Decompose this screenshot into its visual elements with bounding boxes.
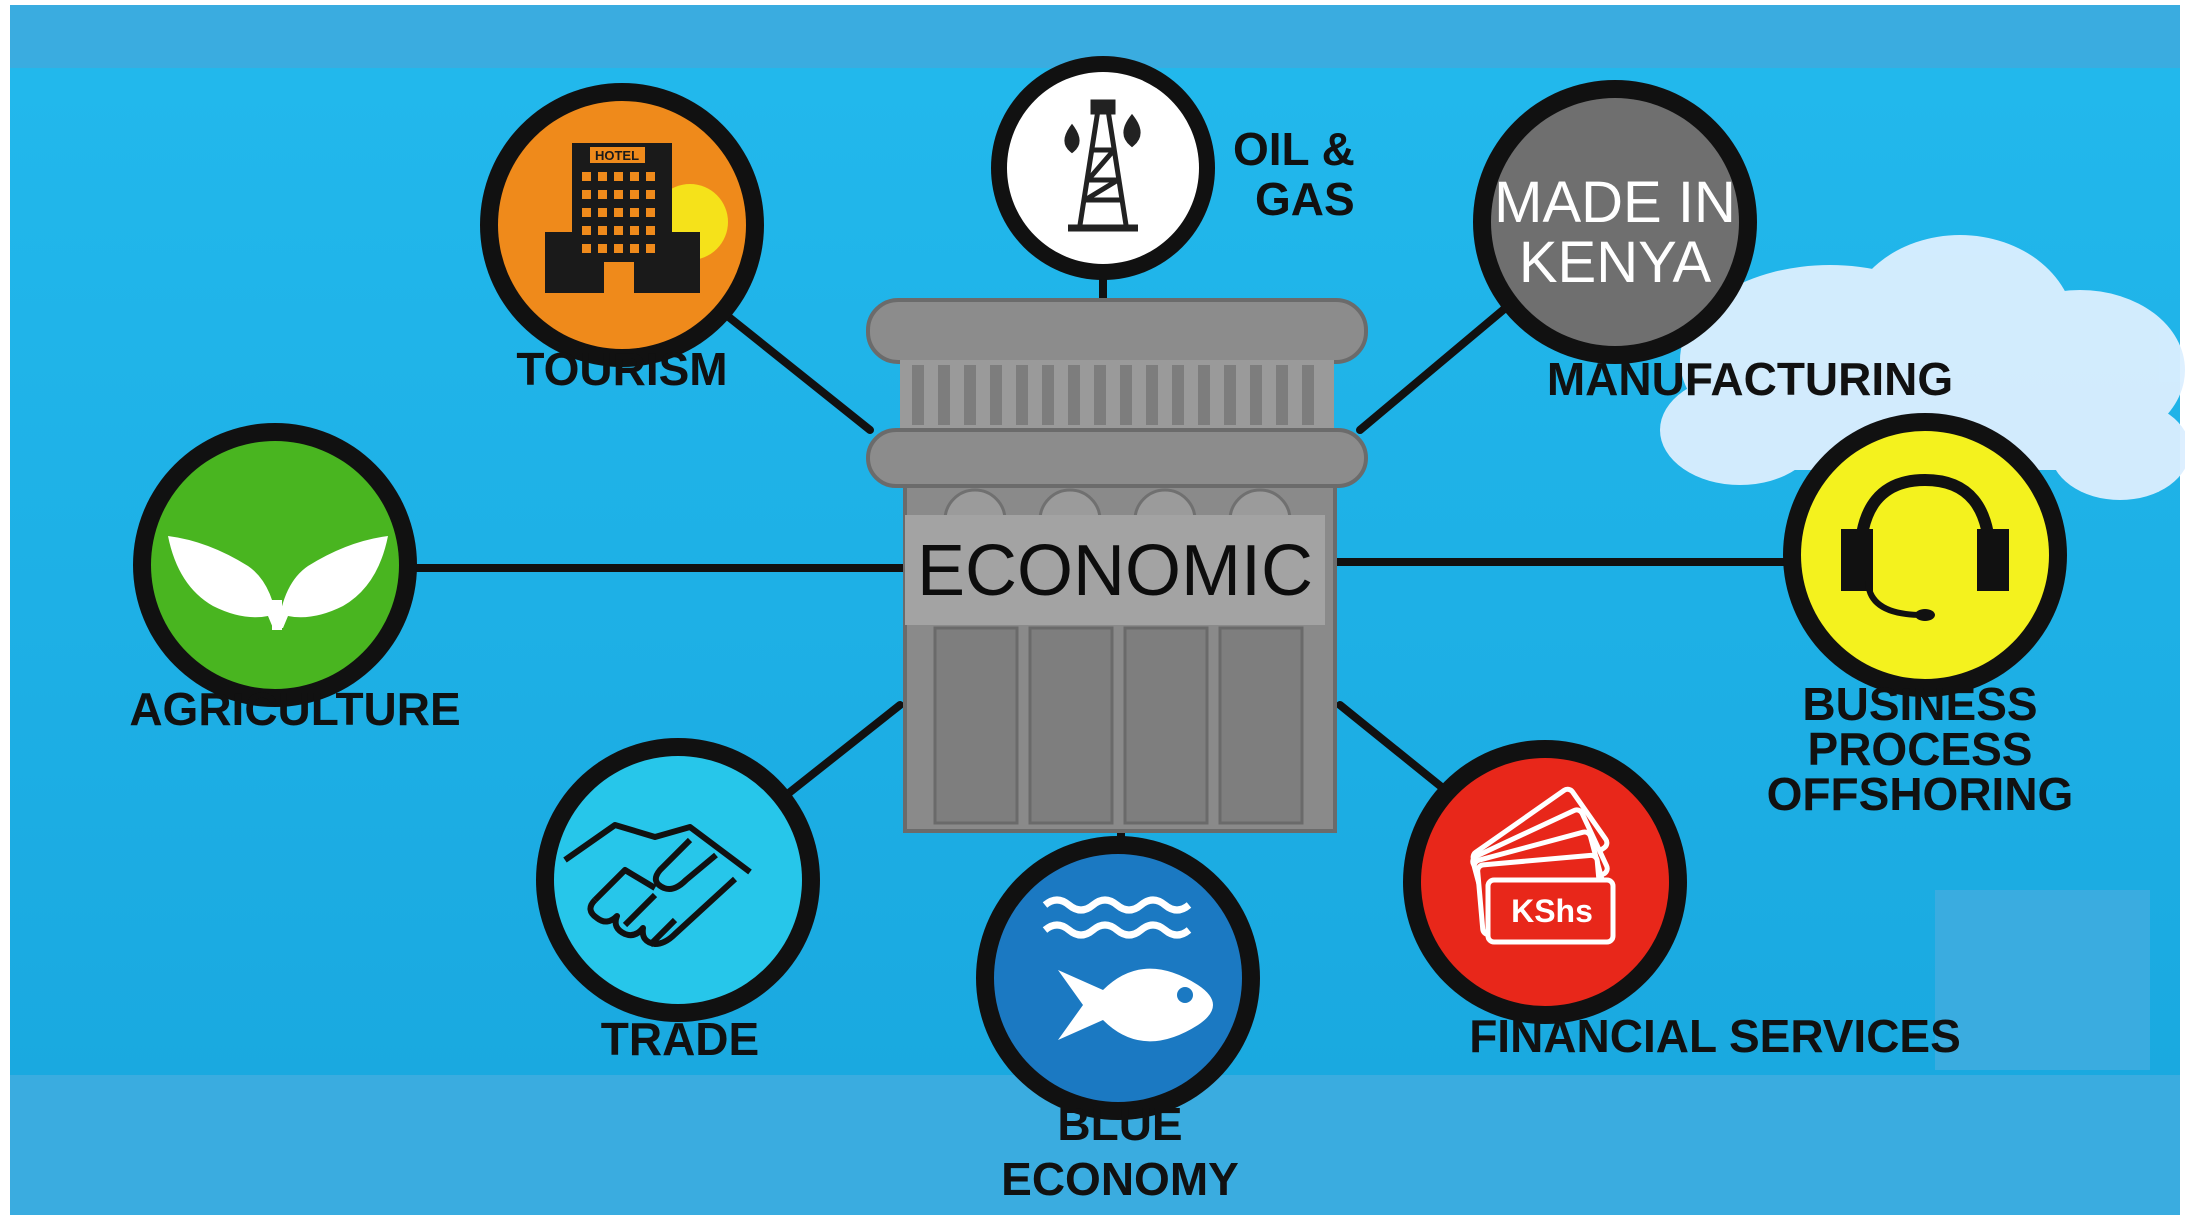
hotel-icon: HOTEL bbox=[545, 143, 728, 293]
cloud-shape bbox=[1660, 235, 2185, 500]
made-in-kenya-badge-line2: KENYA bbox=[1519, 230, 1712, 295]
trade-inner bbox=[554, 756, 802, 1004]
connector-manufacturing bbox=[1356, 296, 1519, 434]
connector-tourism bbox=[716, 306, 874, 434]
bpo-label-1: BUSINESS bbox=[1802, 678, 2037, 730]
banknotes-icon bbox=[1470, 786, 1616, 945]
node-bpo: BUSINESS PROCESS OFFSHORING bbox=[1767, 413, 2074, 820]
oil-rig-icon bbox=[1064, 99, 1141, 232]
bpo-label-2: PROCESS bbox=[1808, 723, 2033, 775]
pillar-capital-lower bbox=[866, 428, 1368, 488]
pillar-arches bbox=[943, 488, 1292, 522]
node-financial: KShs FINANCIAL SERVICES bbox=[1403, 740, 1961, 1062]
bpo-label-3: OFFSHORING bbox=[1767, 768, 2074, 820]
tourism-label: TOURISM bbox=[516, 343, 727, 395]
hotel-sign: HOTEL bbox=[595, 148, 639, 163]
node-blue-economy: BLUE ECONOMY bbox=[976, 836, 1260, 1205]
pillar-capital-top bbox=[866, 298, 1368, 364]
connectors bbox=[411, 264, 1789, 864]
oil-gas-label-1: OIL & bbox=[1233, 123, 1355, 175]
trade-label: TRADE bbox=[601, 1013, 759, 1065]
hub-label: ECONOMIC bbox=[917, 531, 1313, 611]
blue-economy-label-2: ECONOMY bbox=[1001, 1153, 1239, 1205]
oil-gas-inner bbox=[1007, 72, 1199, 264]
band-right-patch bbox=[1935, 890, 2150, 1070]
hub-label-panel bbox=[905, 515, 1325, 625]
handshake-icon bbox=[563, 822, 752, 948]
blue-economy-label-1: BLUE bbox=[1057, 1098, 1182, 1150]
economic-pillar: ECONOMIC bbox=[866, 298, 1368, 833]
pillar-frieze-grooves bbox=[912, 365, 1314, 425]
node-trade: TRADE bbox=[536, 738, 820, 1065]
agriculture-label: AGRICULTURE bbox=[129, 683, 460, 735]
connector-trade bbox=[776, 701, 904, 804]
bpo-inner bbox=[1801, 431, 2049, 679]
financial-label: FINANCIAL SERVICES bbox=[1469, 1010, 1961, 1062]
fish-waves-icon bbox=[1042, 896, 1213, 1042]
made-in-kenya-badge-line1: MADE IN bbox=[1494, 170, 1736, 235]
manufacturing-label: MANUFACTURING bbox=[1547, 353, 1953, 405]
pillar-flutes bbox=[933, 626, 1304, 825]
manufacturing-inner bbox=[1491, 98, 1739, 346]
node-oil-gas: OIL & GAS bbox=[991, 56, 1355, 280]
agriculture-inner bbox=[151, 441, 399, 689]
node-agriculture: AGRICULTURE bbox=[129, 423, 461, 735]
oil-gas-label-2: GAS bbox=[1255, 173, 1355, 225]
node-manufacturing: MADE IN KENYA MANUFACTURING bbox=[1473, 80, 1953, 405]
headset-icon bbox=[1841, 473, 2009, 621]
bottom-band-left-notch bbox=[10, 1075, 880, 1215]
leaves-icon bbox=[168, 536, 388, 630]
node-tourism: HOTEL TOURISM bbox=[480, 83, 764, 395]
kshs-card-text: KShs bbox=[1511, 893, 1593, 929]
